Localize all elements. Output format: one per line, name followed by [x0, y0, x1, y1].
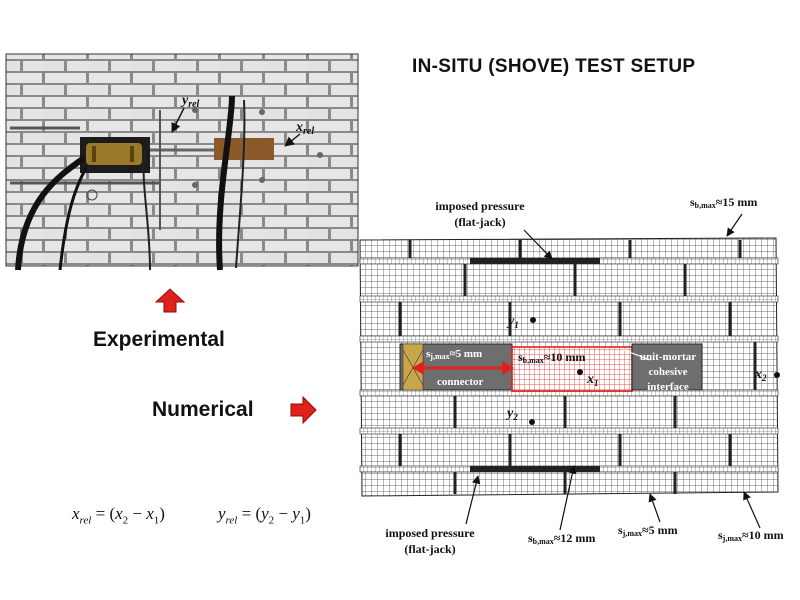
top-flat-jack — [470, 258, 600, 264]
numerical-label: Numerical — [152, 398, 254, 421]
experiment-photo: yrel xrel — [5, 53, 359, 271]
point-y2 — [529, 419, 535, 425]
point-x1 — [577, 369, 583, 375]
sb-bottom-label: sb,max≈12 mm — [528, 531, 595, 546]
experimental-label: Experimental — [93, 328, 225, 351]
numerical-model: y1 x1 x2 y2 sj,max≈5 mm connector unit-m… — [359, 237, 780, 497]
bottom-pressure-line2: (flat-jack) — [404, 542, 455, 556]
sj-left-label: sj,max≈5 mm — [426, 348, 482, 361]
hydraulic-jack — [86, 143, 142, 165]
connector-label: connector — [437, 376, 484, 388]
interface-region — [631, 343, 703, 391]
bottom-flat-jack — [470, 466, 600, 472]
hydraulic-hose — [15, 155, 86, 271]
top-pressure-line1: imposed pressure — [435, 199, 525, 213]
right-arrow-icon — [290, 395, 317, 425]
sb-top-label: sb,max≈15 mm — [690, 195, 757, 210]
sj-bottom2-label: sj,max≈10 mm — [718, 528, 784, 543]
svg-text:x1: x1 — [586, 372, 599, 388]
equation-x-rel: xrel = (x2 − x1) — [72, 504, 165, 527]
y-rel-label: yrel — [180, 93, 200, 110]
sj-bottom1-label: sj,max≈5 mm — [618, 523, 678, 538]
sb-mid-label: sb,max≈10 mm — [518, 350, 585, 365]
point-x2 — [774, 372, 780, 378]
interface-label-3: interface — [647, 381, 689, 393]
svg-text:y1: y1 — [506, 314, 519, 330]
interface-label-1: unit-mortar — [640, 351, 696, 363]
bottom-pressure-line1: imposed pressure — [385, 526, 475, 540]
point-y1 — [530, 317, 536, 323]
up-arrow-icon — [154, 288, 186, 313]
page-title: IN-SITU (SHOVE) TEST SETUP — [412, 56, 696, 77]
top-pressure-line2: (flat-jack) — [454, 215, 505, 229]
interface-label-2: cohesive — [648, 366, 687, 378]
x-rel-label: xrel — [295, 120, 314, 137]
pushed-brick — [511, 346, 633, 392]
equation-y-rel: yrel = (y2 − y1) — [218, 504, 311, 527]
svg-text:x2: x2 — [754, 367, 767, 383]
mortar-head-joints — [398, 240, 757, 494]
svg-text:y2: y2 — [505, 406, 518, 422]
